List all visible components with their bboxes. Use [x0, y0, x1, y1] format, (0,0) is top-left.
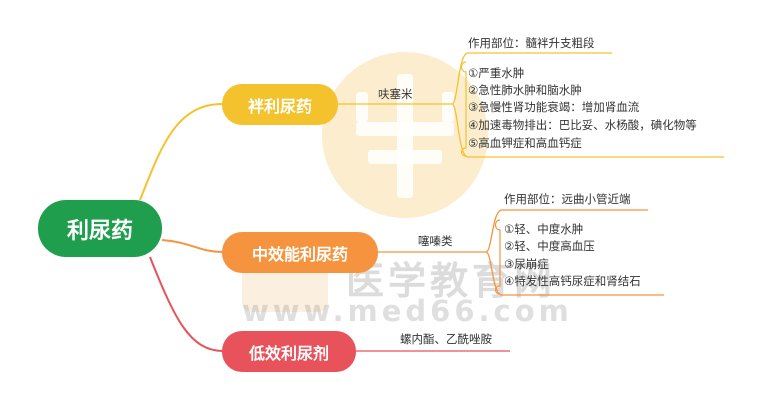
branch-loop-diuretics: 袢利尿药 [222, 84, 338, 125]
use-item: ④加速毒物排出：巴比妥、水杨酸，碘化物等 [468, 118, 697, 132]
use-item: ②急性肺水肿和脑水肿 [468, 83, 582, 97]
drug-label: 螺内酯、乙酰唑胺 [400, 332, 492, 346]
bracket-b2 [494, 219, 501, 295]
use-item: ③急慢性肾功能衰竭：增加肾血流 [468, 100, 640, 114]
use-item: ⑤高血钾症和高血钙症 [468, 136, 582, 150]
use-item: ①严重水肿 [468, 66, 525, 80]
use-item: ③尿崩症 [504, 257, 549, 271]
line-b1-site [451, 52, 612, 105]
use-item: ①轻、中度水肿 [504, 222, 584, 236]
bracket-b1 [460, 61, 467, 157]
line-b2-site [485, 209, 648, 253]
site-label: 作用部位：髓袢升支粗段 [468, 36, 595, 50]
drug-label: 呋塞米 [378, 87, 413, 101]
branch-medium-efficacy-diuretics: 中效能利尿药 [222, 232, 378, 273]
connector-root-b2 [161, 239, 223, 253]
branch-low-efficacy-diuretics: 低效利尿剂 [222, 331, 356, 372]
use-item: ②轻、中度高血压 [504, 239, 595, 253]
line-b2-uses [485, 251, 664, 296]
drug-label: 噻嗪类 [418, 234, 453, 248]
connector-root-b1 [139, 103, 223, 201]
root-node: 利尿药 [38, 200, 162, 257]
site-label: 作用部位：远曲小管近端 [504, 192, 631, 206]
use-item: ④特发性高钙尿症和肾结石 [504, 274, 641, 288]
connector-root-b3 [149, 256, 223, 352]
line-b1-uses [451, 103, 724, 158]
